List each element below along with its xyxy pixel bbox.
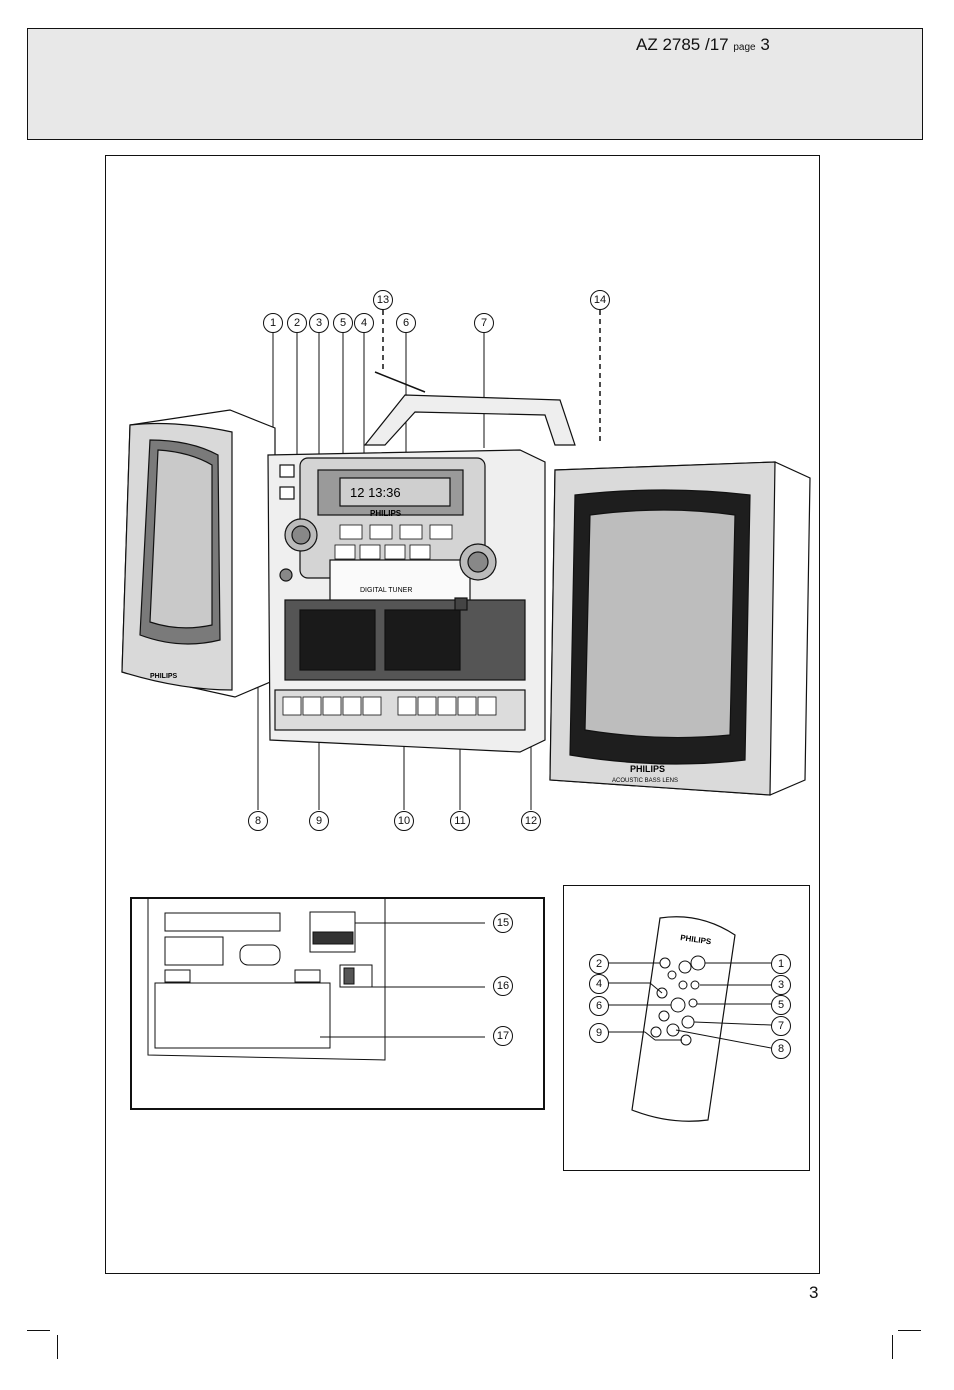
callout-8: 8 [248,811,268,831]
header-bar [27,28,923,140]
callout-1: 1 [263,313,283,333]
device-brand: PHILIPS [370,509,402,518]
callout-14: 14 [590,290,610,310]
right-speaker-label: ACOUSTIC BASS LENS [612,778,678,784]
remote-callout-8: 8 [771,1039,791,1059]
left-speaker-brand: PHILIPS [150,673,178,680]
remote-callout-6: 6 [589,996,609,1016]
remote-callout-1: 1 [771,954,791,974]
crop-mark [57,1335,58,1359]
callout-13: 13 [373,290,393,310]
remote-callout-7: 7 [771,1016,791,1036]
remote-callout-4: 4 [589,974,609,994]
remote-callout-2: 2 [589,954,609,974]
callout-9: 9 [309,811,329,831]
callout-4: 4 [354,313,374,333]
callout-12: 12 [521,811,541,831]
callout-11: 11 [450,811,470,831]
model-number: AZ 2785 /17 [636,35,729,54]
remote-callout-3: 3 [771,975,791,995]
remote-callout-5: 5 [771,995,791,1015]
page-word: page [733,42,756,53]
callout-7: 7 [474,313,494,333]
crop-mark [898,1330,921,1331]
page-num: 3 [760,35,770,54]
crop-mark [27,1330,50,1331]
callout-6: 6 [396,313,416,333]
callout-17: 17 [493,1026,513,1046]
display-readout: 12 13:36 [350,485,401,500]
right-speaker-brand: PHILIPS [630,764,665,774]
page-number: 3 [809,1283,819,1302]
callout-2: 2 [287,313,307,333]
callout-10: 10 [394,811,414,831]
callout-16: 16 [493,976,513,996]
tuner-label: DIGITAL TUNER [360,587,412,594]
callout-3: 3 [309,313,329,333]
callout-15: 15 [493,913,513,933]
device-illustration: PHILIPS 12 13:3 [121,310,811,810]
callout-5: 5 [333,313,353,333]
back-panel-illustration [147,899,485,1061]
remote-callout-9: 9 [589,1023,609,1043]
crop-mark [892,1335,893,1359]
page-title: AZ 2785 /17 page 3 [636,35,770,55]
remote-brand: PHILIPS [680,933,713,946]
remote-illustration: PHILIPS [607,916,772,1122]
